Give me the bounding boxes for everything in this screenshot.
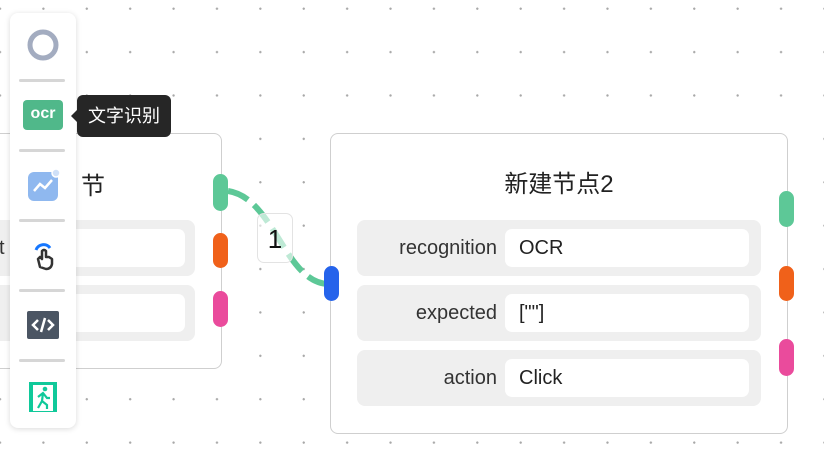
divider	[19, 289, 65, 292]
tooltip: 文字识别	[71, 95, 171, 137]
toolbar-ocr-button[interactable]: ocr	[10, 93, 76, 137]
node-2-error-handle[interactable]	[779, 266, 794, 301]
toolbar-start-button[interactable]	[10, 23, 76, 67]
toolbar-exit-button[interactable]	[10, 375, 76, 419]
left-node-other-handle[interactable]	[213, 291, 228, 327]
trend-chart-icon	[28, 168, 61, 201]
hand-click-icon	[34, 243, 54, 271]
node-2-other-handle[interactable]	[779, 339, 794, 376]
node-2[interactable]: 新建节点2 recognition OCR expected [""] acti…	[330, 133, 788, 434]
recognition-field[interactable]: OCR	[505, 229, 749, 267]
node-row-recognition: recognition OCR	[357, 220, 761, 276]
divider	[19, 149, 65, 152]
node-title: 新建节点2	[504, 171, 614, 198]
left-node-success-handle[interactable]	[213, 174, 228, 211]
toolbar-click-button[interactable]	[10, 233, 76, 277]
circle-icon	[27, 29, 59, 61]
node-row-expected: expected [""]	[357, 285, 761, 341]
code-icon	[27, 311, 59, 339]
row-label: recognition	[399, 237, 497, 259]
node-toolbar: ocr	[10, 13, 76, 428]
node-2-input-handle[interactable]	[324, 266, 339, 301]
toolbar-analysis-button[interactable]	[10, 163, 76, 207]
node-2-success-handle[interactable]	[779, 191, 794, 227]
divider	[19, 219, 65, 222]
row-label: expected	[415, 302, 497, 324]
expected-field[interactable]: [""]	[505, 294, 749, 332]
action-field[interactable]: Click	[505, 359, 749, 397]
edge-label[interactable]: 1	[257, 213, 293, 263]
row-label: ct	[0, 237, 5, 259]
toolbar-code-button[interactable]	[10, 303, 76, 347]
row-label: action	[443, 367, 497, 389]
left-node-title: 节	[81, 173, 105, 200]
ocr-icon: ocr	[23, 100, 63, 130]
divider	[19, 359, 65, 362]
node-row-action: action Click	[357, 350, 761, 406]
exit-icon	[29, 382, 57, 412]
divider	[19, 79, 65, 82]
left-node-error-handle[interactable]	[213, 233, 228, 268]
